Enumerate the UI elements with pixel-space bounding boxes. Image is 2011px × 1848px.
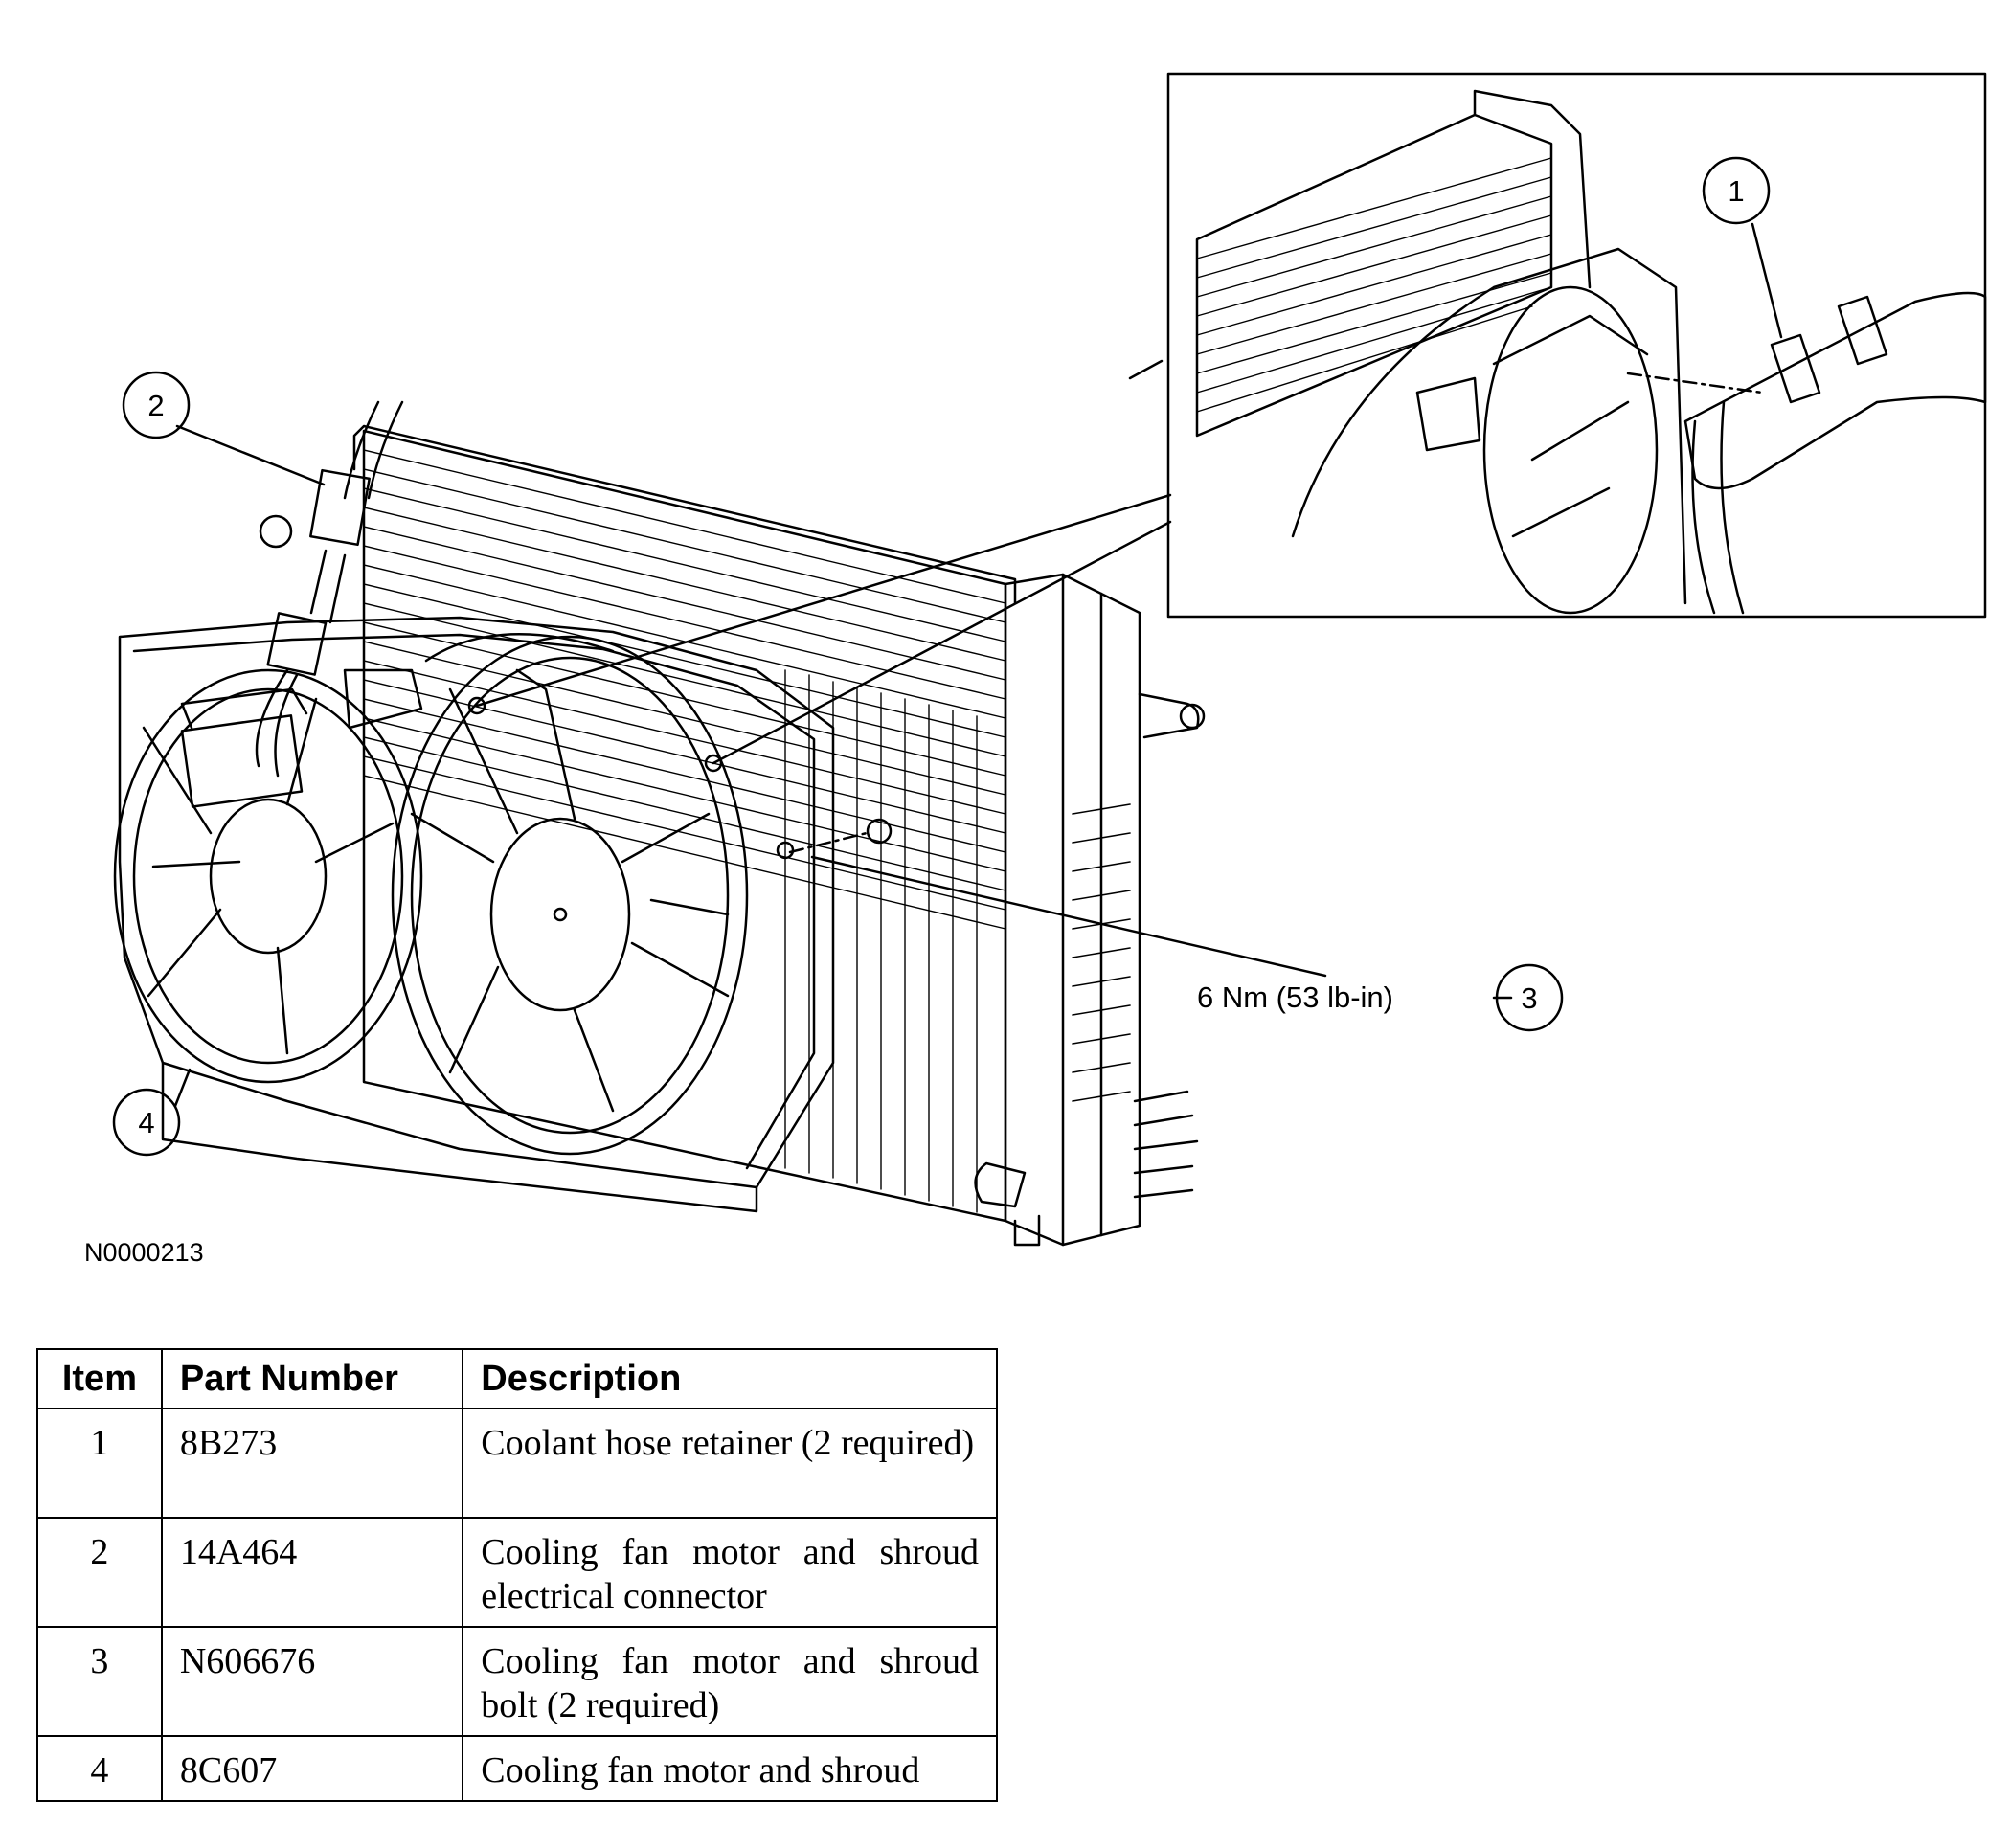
description-cell: Cooling fan motor and shroud electrical … bbox=[462, 1517, 998, 1628]
right-fan bbox=[391, 633, 749, 1156]
header-item: Item bbox=[36, 1348, 163, 1409]
item-cell: 3 bbox=[36, 1626, 163, 1737]
left-fan bbox=[113, 668, 423, 1084]
item-cell: 1 bbox=[36, 1408, 163, 1519]
bolt-positions bbox=[467, 696, 893, 860]
callout-circle-3 bbox=[1495, 963, 1564, 1032]
part-number-cell: 8C607 bbox=[160, 1735, 464, 1802]
description-cell: Cooling fan motor and shroud bolt (2 req… bbox=[462, 1626, 998, 1737]
part-number-cell: 14A464 bbox=[160, 1517, 464, 1628]
description-cell: Coolant hose retainer (2 required) bbox=[462, 1408, 998, 1519]
callout-circle-1 bbox=[1702, 156, 1771, 225]
torque-spec-label: 6 Nm (53 lb-in) bbox=[1197, 980, 1393, 1014]
wiring-harness bbox=[255, 400, 423, 778]
item-cell: 4 bbox=[36, 1735, 163, 1802]
table-row: 3 N606676 Cooling fan motor and shroud b… bbox=[36, 1626, 998, 1737]
description-cell: Cooling fan motor and shroud bbox=[462, 1735, 998, 1802]
table-row: 1 8B273 Coolant hose retainer (2 require… bbox=[36, 1408, 998, 1519]
fan-shroud bbox=[118, 616, 835, 1213]
callout-circle-4 bbox=[112, 1088, 181, 1157]
inset-detail bbox=[1166, 72, 1987, 619]
callout-number-4: 4 bbox=[138, 1105, 155, 1139]
table-header-row: Item Part Number Description bbox=[36, 1348, 998, 1409]
header-part-number: Part Number bbox=[160, 1348, 464, 1409]
table-row: 4 8C607 Cooling fan motor and shroud bbox=[36, 1735, 998, 1802]
figure-id: N0000213 bbox=[84, 1238, 204, 1267]
parts-table: Item Part Number Description 1 8B273 Coo… bbox=[36, 1348, 998, 1802]
callout-circles bbox=[112, 156, 1771, 1157]
part-number-cell: 8B273 bbox=[160, 1408, 464, 1519]
callout-number-3: 3 bbox=[1521, 980, 1538, 1015]
callout-number-1: 1 bbox=[1728, 173, 1745, 208]
part-number-cell: N606676 bbox=[160, 1626, 464, 1737]
table-row: 2 14A464 Cooling fan motor and shroud el… bbox=[36, 1517, 998, 1628]
leader-lines bbox=[173, 222, 1783, 1108]
callout-number-2: 2 bbox=[147, 388, 165, 422]
header-description: Description bbox=[462, 1348, 998, 1409]
radiator-assembly bbox=[352, 424, 1206, 1247]
callout-circle-2 bbox=[122, 371, 191, 439]
item-cell: 2 bbox=[36, 1517, 163, 1628]
